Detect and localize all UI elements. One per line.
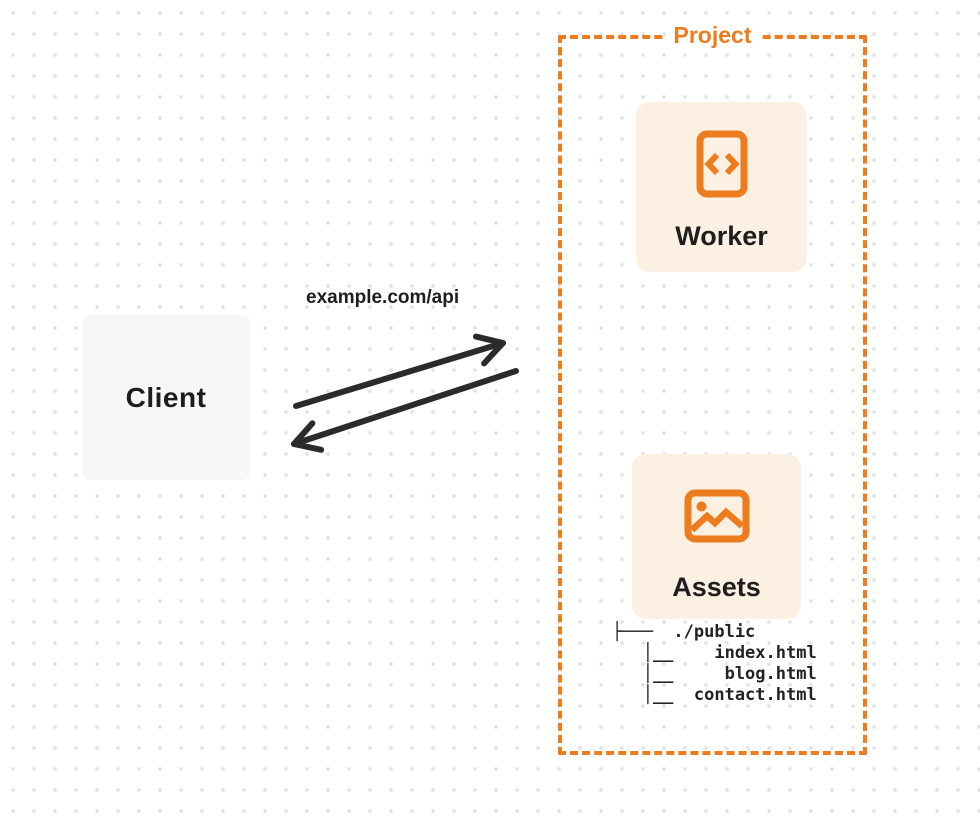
assets-label: Assets	[672, 572, 761, 602]
assets-file-tree: ├─── ./public │__ index.html │__ blog.ht…	[612, 622, 817, 705]
worker-label: Worker	[675, 221, 768, 251]
response-arrow	[291, 368, 519, 453]
client-label: Client	[125, 381, 207, 413]
request-url-label: example.com/api	[306, 287, 460, 308]
project-container: Project Worker Assets	[558, 22, 867, 755]
project-label: Project	[665, 22, 760, 49]
request-arrow	[293, 333, 506, 409]
code-document-icon	[696, 130, 748, 198]
client-node: Client	[82, 315, 250, 480]
image-icon	[684, 489, 750, 543]
worker-node: Worker	[636, 102, 807, 272]
assets-node: Assets	[632, 454, 801, 619]
